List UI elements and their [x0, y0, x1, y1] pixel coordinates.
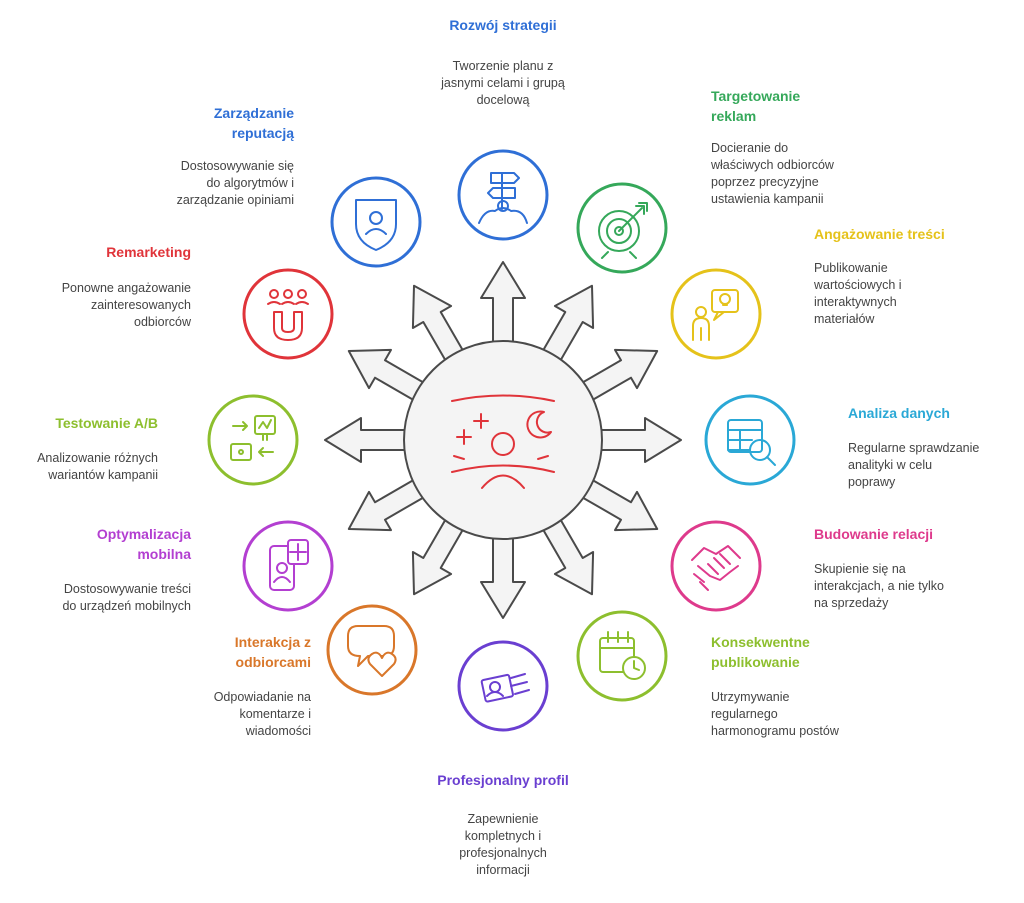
id-card-icon — [480, 673, 530, 703]
arrow-targeting — [539, 284, 595, 367]
arrow-reputation — [411, 284, 467, 367]
title-remarketing: Remarketing — [106, 244, 191, 260]
node-engagement — [670, 268, 762, 360]
mobile-user-icon — [269, 539, 309, 591]
arrow-consistent — [539, 513, 595, 596]
node-analytics — [704, 394, 796, 486]
calendar-clock-icon — [599, 631, 646, 680]
target-icon — [598, 202, 648, 259]
arrow-mobile — [347, 476, 430, 532]
arrow-strategy — [480, 261, 526, 349]
node-mobile — [242, 520, 334, 612]
title-strategy: Rozwój strategii — [449, 17, 556, 33]
node-strategy — [457, 149, 549, 241]
title-analytics: Analiza danych — [848, 405, 950, 421]
arrow-remarketing — [347, 348, 430, 404]
radial-arrows — [324, 261, 682, 619]
node-reputation — [330, 176, 422, 268]
node-interaction — [326, 604, 418, 696]
arrow-abtest — [324, 417, 412, 463]
title-abtest: Testowanie A/B — [55, 415, 158, 431]
arrow-engagement — [576, 348, 659, 404]
arrow-profile — [480, 531, 526, 619]
shield-person-icon — [355, 199, 397, 251]
ab-test-icon — [230, 415, 276, 461]
node-abtest — [207, 394, 299, 486]
handshake-icon — [691, 545, 741, 591]
title-engagement: Angażowanie treści — [814, 226, 945, 242]
arrow-analytics — [594, 417, 682, 463]
node-relations — [670, 520, 762, 612]
arrow-interaction — [411, 513, 467, 596]
node-profile — [457, 640, 549, 732]
node-consistent — [576, 610, 668, 702]
nodes — [207, 149, 796, 732]
chat-heart-icon — [347, 625, 397, 677]
arrow-relations — [576, 476, 659, 532]
signpost-icon — [478, 172, 528, 224]
center-hub — [403, 340, 603, 540]
node-targeting — [576, 182, 668, 274]
node-remarketing — [242, 268, 334, 360]
magnet-people-icon — [267, 289, 309, 341]
title-relations: Budowanie relacji — [814, 526, 933, 542]
idea-person-icon — [692, 289, 739, 341]
data-search-icon — [727, 419, 776, 466]
title-profile: Profesjonalny profil — [437, 772, 568, 788]
strategy-person-icon — [451, 394, 555, 489]
